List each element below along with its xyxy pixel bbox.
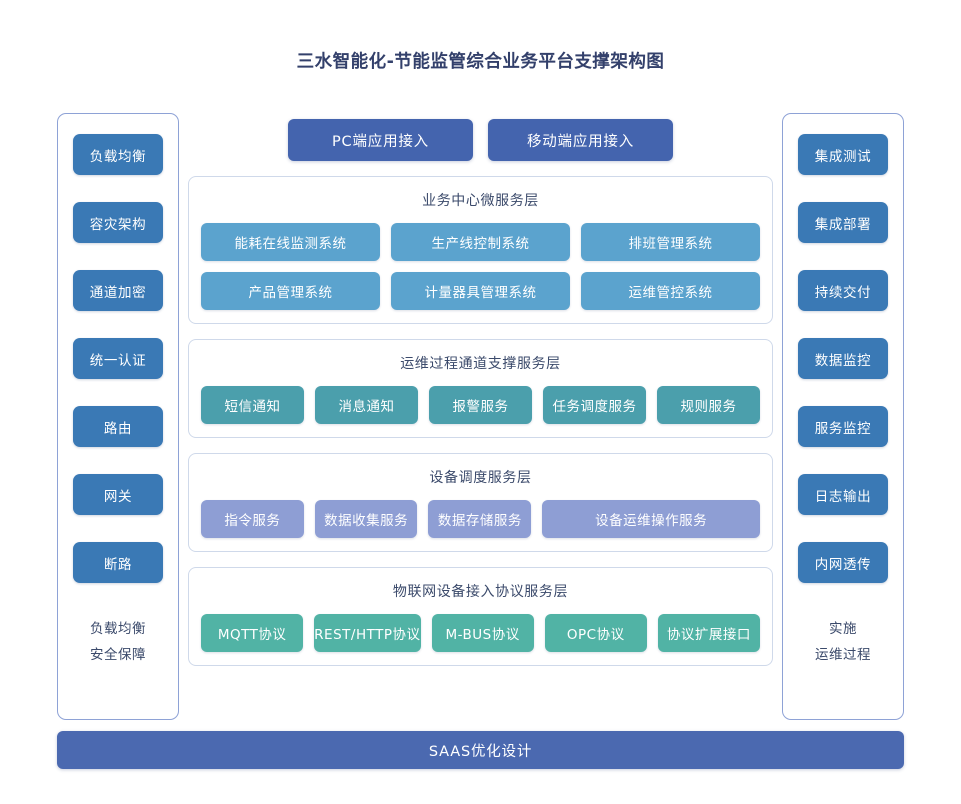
left-button-5[interactable]: 路由 [73,406,163,447]
right-button-1[interactable]: 集成测试 [798,134,888,175]
service-chip-iot-1-5[interactable]: 协议扩展接口 [657,614,761,652]
layer-title-device: 设备调度服务层 [429,470,532,486]
diagram-frame: 负载均衡容灾架构通道加密统一认证路由网关断路 负载均衡 安全保障 PC端应用接入… [57,113,904,720]
right-button-7[interactable]: 内网透传 [798,542,888,583]
right-column-caption: 实施 运维过程 [815,616,871,668]
layer-business-row-2: 产品管理系统计量器具管理系统运维管控系统 [201,272,760,310]
left-button-1[interactable]: 负载均衡 [73,134,163,175]
service-chip-device-1-3[interactable]: 数据存储服务 [428,500,532,538]
layer-business-row-1: 能耗在线监测系统生产线控制系统排班管理系统 [201,223,760,261]
service-chip-ops-1-3[interactable]: 报警服务 [429,386,532,424]
layer-title-business: 业务中心微服务层 [422,193,539,209]
right-button-4[interactable]: 数据监控 [798,338,888,379]
left-button-4[interactable]: 统一认证 [73,338,163,379]
left-column-caption: 负载均衡 安全保障 [90,616,146,668]
entry-buttons-row: PC端应用接入移动端应用接入 [188,113,773,161]
service-chip-ops-1-4[interactable]: 任务调度服务 [543,386,646,424]
right-caption-line-1: 实施 [829,621,857,637]
layer-title-iot: 物联网设备接入协议服务层 [392,584,569,600]
layer-panel-business: 业务中心微服务层能耗在线监测系统生产线控制系统排班管理系统产品管理系统计量器具管… [188,176,773,324]
service-chip-device-1-1[interactable]: 指令服务 [201,500,304,538]
layer-panel-ops: 运维过程通道支撑服务层短信通知消息通知报警服务任务调度服务规则服务 [188,339,773,438]
right-caption-line-2: 运维过程 [815,647,871,663]
service-chip-business-1-1[interactable]: 能耗在线监测系统 [201,223,380,261]
left-button-3[interactable]: 通道加密 [73,270,163,311]
right-button-2[interactable]: 集成部署 [798,202,888,243]
left-caption-line-1: 负载均衡 [90,621,146,637]
service-chip-business-1-3[interactable]: 排班管理系统 [581,223,760,261]
layer-iot-row-1: MQTT协议 REST/HTTP协议 M-BUS协议 OPC协议协议扩展接口 [201,614,761,652]
right-column-buttons: 集成测试集成部署持续交付数据监控服务监控日志输出内网透传 [798,134,888,610]
right-button-5[interactable]: 服务监控 [798,406,888,447]
right-column: 集成测试集成部署持续交付数据监控服务监控日志输出内网透传 实施 运维过程 [782,113,904,720]
layer-panel-device: 设备调度服务层指令服务数据收集服务数据存储服务设备运维操作服务 [188,453,773,552]
service-chip-iot-1-4[interactable]: OPC协议 [544,614,647,652]
layer-panel-iot: 物联网设备接入协议服务层 MQTT协议 REST/HTTP协议 M-BUS协议 OPC协… [188,567,773,666]
left-column-buttons: 负载均衡容灾架构通道加密统一认证路由网关断路 [73,134,163,610]
service-layers: 业务中心微服务层能耗在线监测系统生产线控制系统排班管理系统产品管理系统计量器具管… [188,176,773,666]
page-title: 三水智能化-节能监管综合业务平台支撑架构图 [296,52,665,72]
left-button-6[interactable]: 网关 [73,474,163,515]
service-chip-device-1-4[interactable]: 设备运维操作服务 [542,500,760,538]
layer-device-row-1: 指令服务数据收集服务数据存储服务设备运维操作服务 [201,500,760,538]
entry-button-1[interactable]: PC端应用接入 [288,119,473,161]
center-column: PC端应用接入移动端应用接入 业务中心微服务层能耗在线监测系统生产线控制系统排班… [188,113,773,720]
layer-title-ops: 运维过程通道支撑服务层 [400,356,561,372]
saas-optimization-bar[interactable]: SAAS优化设计 [57,731,904,769]
left-button-7[interactable]: 断路 [73,542,163,583]
right-button-3[interactable]: 持续交付 [798,270,888,311]
service-chip-business-2-1[interactable]: 产品管理系统 [201,272,380,310]
service-chip-iot-1-1[interactable]: MQTT协议 [201,614,304,652]
left-column: 负载均衡容灾架构通道加密统一认证路由网关断路 负载均衡 安全保障 [57,113,179,720]
service-chip-iot-1-2[interactable]: REST/HTTP协议 [314,614,421,652]
service-chip-ops-1-5[interactable]: 规则服务 [657,386,760,424]
right-button-6[interactable]: 日志输出 [798,474,888,515]
service-chip-device-1-2[interactable]: 数据收集服务 [314,500,418,538]
left-caption-line-2: 安全保障 [90,647,146,663]
entry-button-2[interactable]: 移动端应用接入 [488,119,673,161]
service-chip-iot-1-3[interactable]: M-BUS协议 [431,614,534,652]
service-chip-business-2-3[interactable]: 运维管控系统 [581,272,760,310]
layer-ops-row-1: 短信通知消息通知报警服务任务调度服务规则服务 [201,386,760,424]
service-chip-business-2-2[interactable]: 计量器具管理系统 [391,272,570,310]
left-button-2[interactable]: 容灾架构 [73,202,163,243]
service-chip-ops-1-1[interactable]: 短信通知 [201,386,304,424]
service-chip-business-1-2[interactable]: 生产线控制系统 [391,223,570,261]
service-chip-ops-1-2[interactable]: 消息通知 [315,386,418,424]
